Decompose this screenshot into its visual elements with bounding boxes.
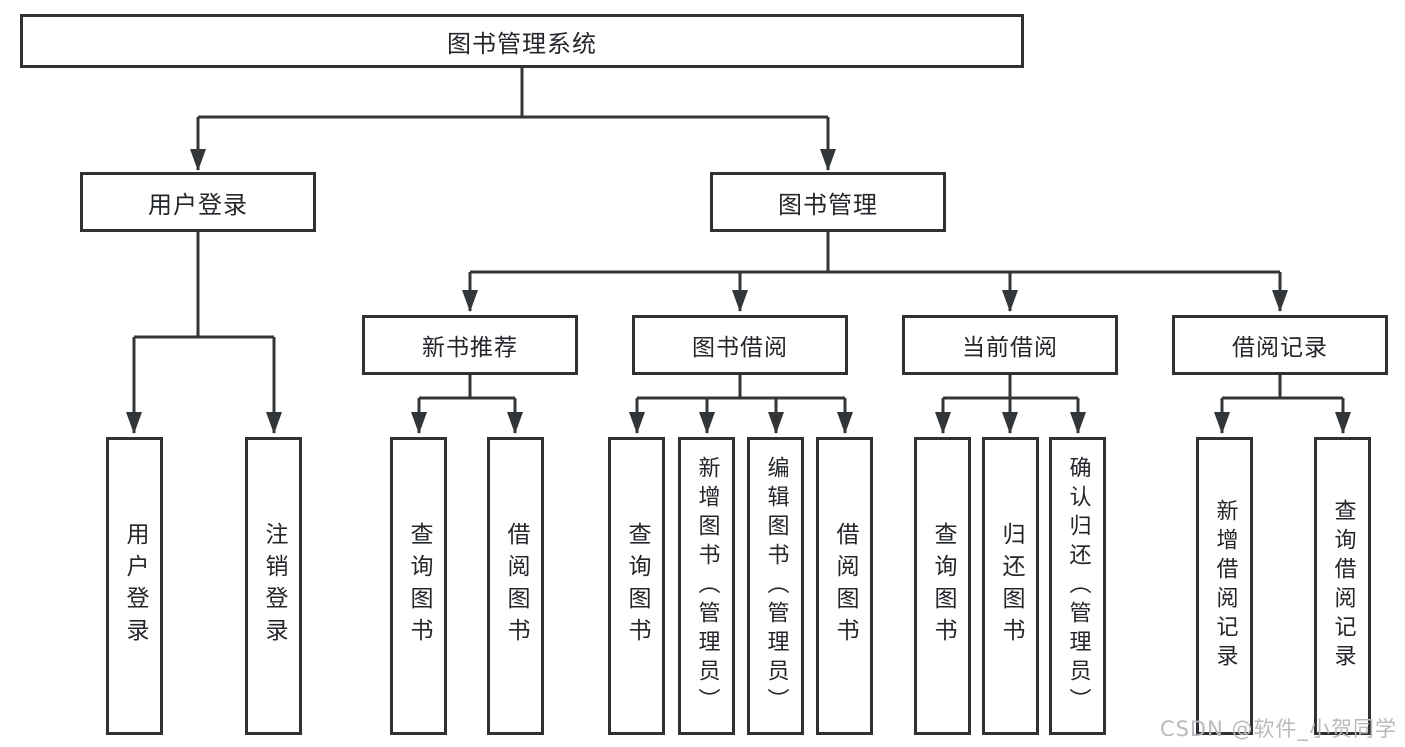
connector-group-stem xyxy=(419,375,515,400)
leaf-query-borrow-record: 查询借阅记录 xyxy=(1314,437,1371,735)
node-book-management: 图书管理 xyxy=(710,172,946,232)
connector-branch-stem xyxy=(470,232,1280,274)
leaf-return-books: 归还图书 xyxy=(982,437,1039,735)
leaf-user-login: 用户登录 xyxy=(106,437,163,735)
node-user-login: 用户登录 xyxy=(80,172,316,232)
node-system-root: 图书管理系统 xyxy=(20,14,1024,68)
leaf-borrow-books: 借阅图书 xyxy=(816,437,873,735)
leaf-add-borrow-record: 新增借阅记录 xyxy=(1196,437,1253,735)
node-borrowing-records: 借阅记录 xyxy=(1172,315,1388,375)
leaf-confirm-return-admin: 确认归还（管理员） xyxy=(1049,437,1106,735)
connector-root-stem xyxy=(198,68,828,119)
node-current-borrowing: 当前借阅 xyxy=(902,315,1118,375)
connector-group-stem xyxy=(943,375,1078,400)
leaf-add-books-admin: 新增图书（管理员） xyxy=(678,437,735,735)
leaf-query-books: 查询图书 xyxy=(914,437,971,735)
node-new-book-recommendation: 新书推荐 xyxy=(362,315,578,375)
connector-group-stem xyxy=(637,375,845,400)
csdn-watermark: CSDN @软件_小贺同学 xyxy=(1159,717,1397,741)
leaf-query-books: 查询图书 xyxy=(608,437,665,735)
node-book-borrowing: 图书借阅 xyxy=(632,315,848,375)
connector-branch-stem xyxy=(134,232,274,339)
leaf-edit-books-admin: 编辑图书（管理员） xyxy=(747,437,804,735)
leaf-borrow-books: 借阅图书 xyxy=(487,437,544,735)
leaf-logout: 注销登录 xyxy=(245,437,302,735)
connector-group-stem xyxy=(1222,375,1343,400)
leaf-query-books: 查询图书 xyxy=(390,437,447,735)
